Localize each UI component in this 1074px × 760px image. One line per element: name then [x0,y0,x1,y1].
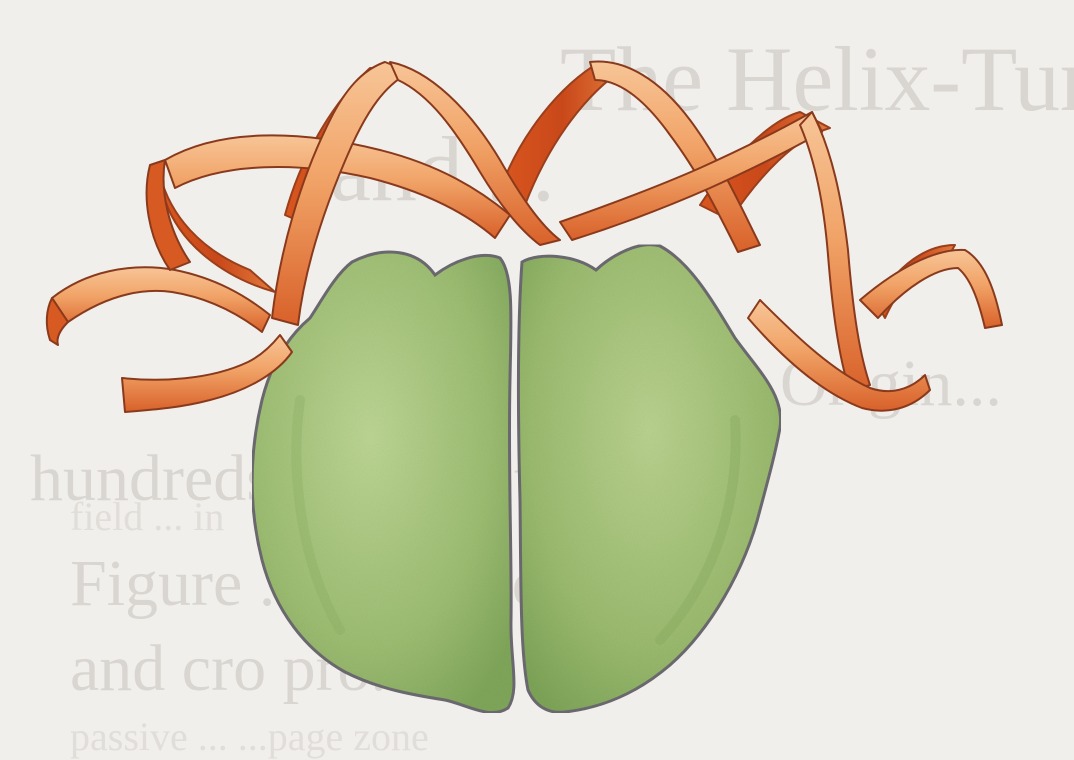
bleed-line-5: field ... in [70,494,224,539]
bleed-line-8: passive ... ...page zone [70,714,429,759]
